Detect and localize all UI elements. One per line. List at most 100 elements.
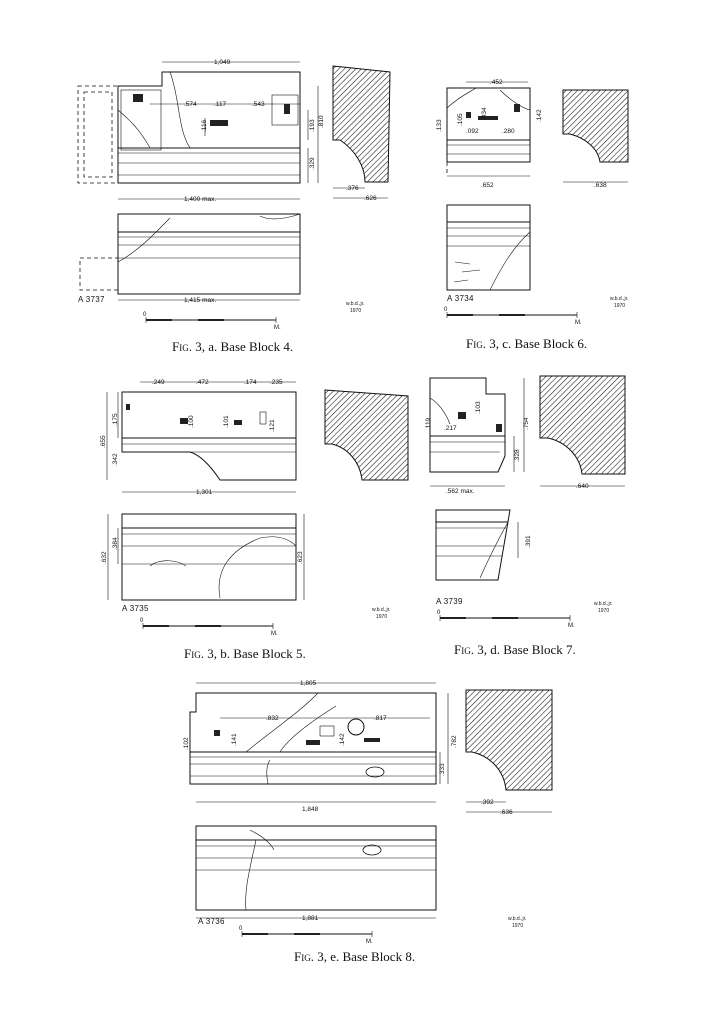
figure-3a: 1,049 .574 .117 .543 .116 .193 .810 .329… [77,59,391,331]
caption-3b-prefix: Fig. [184,646,204,661]
dim-3e-d2: .817 [374,715,387,722]
credit-3d-year: 1970 [598,608,609,614]
scale-3a-origin: 0 [143,312,147,318]
dim-3d-v2: .103 [475,401,482,414]
credit-3b-year: 1970 [376,614,387,620]
scale-bar-3b [142,623,274,629]
figure-3b: .249 .472 .174 .235 .655 .175 .342 .100 … [100,379,409,637]
caption-figure-3a: Fig. 3, a. Base Block 4. [172,339,293,355]
dim-3a-v1: .116 [201,119,208,132]
figure-3c-profile [562,89,629,183]
figure-3e-elevation [189,682,449,803]
dim-3c-top: .452 [490,79,503,86]
credit-3e-year: 1970 [512,923,523,929]
dim-3b-l2: .384 [112,537,119,550]
caption-figure-3b: Fig. 3, b. Base Block 5. [184,646,306,662]
dim-3b-r1: .623 [297,551,304,564]
figure-3d-plan [435,509,519,581]
figure-3e: 1,805 .832 .817 .102 .141 .142 .782 .333… [183,680,553,945]
dim-3c-d1: .092 [466,128,479,135]
dim-3a-v2: .193 [309,119,316,132]
figure-3e-profile [465,689,553,813]
scale-bar-3c [446,312,578,318]
credit-3e-initials: w.b.d.,jr. [508,916,526,922]
figure-3a-elevation [77,61,319,184]
credit-3c-year: 1970 [614,303,625,309]
figure-3b-profile [324,389,409,481]
dim-3a-p2: .626 [364,195,377,202]
dim-3a-v4: .329 [309,157,316,170]
figure-3c-elevation [446,81,531,177]
dim-3a-top: 1,049 [214,59,231,66]
caption-3a-prefix: Fig. [172,339,192,354]
figure-3b-elevation [106,381,297,493]
figure-3d-elevation [429,377,525,487]
dim-3a-mid: 1,400 max. [184,196,216,203]
dim-3e-p2: .636 [500,809,513,816]
dim-3e-p1: .392 [481,799,494,806]
credit-3a-year: 1970 [350,308,361,314]
scale-bar-3a [145,317,277,323]
credit-3c-initials: w.b.d.,jr. [610,296,628,302]
dim-3b-v5: .101 [223,415,230,428]
accession-3c: A 3734 [447,294,474,303]
dim-3a-bottom: 1,415 max. [184,297,216,304]
dim-3a-p1: .376 [346,185,359,192]
caption-3c-text: 3, c. Base Block 6. [485,336,588,351]
dim-3a-v3: .810 [318,115,325,128]
dim-3c-v2: .105 [457,113,464,126]
caption-3c-prefix: Fig. [466,336,486,351]
scale-3c-unit: M. [575,320,582,326]
dim-3d-v1: .119 [425,417,432,430]
dim-3a-d2: .117 [214,101,227,108]
figure-3c-plan [446,204,531,291]
credit-3a-initials: w.b.d.,jr. [346,301,364,307]
dim-3a-d1: .574 [184,101,197,108]
credit-3b-initials: w.b.d.,jr. [372,607,390,613]
caption-3b-text: 3, b. Base Block 5. [203,646,306,661]
caption-3e-text: 3, e. Base Block 8. [313,949,416,964]
caption-figure-3c: Fig. 3, c. Base Block 6. [466,336,587,352]
scale-3b-origin: 0 [140,618,144,624]
figure-3e-plan [195,825,437,919]
caption-3a-text: 3, a. Base Block 4. [191,339,294,354]
scale-3d-unit: M. [568,623,575,629]
dim-3e-d1: .832 [266,715,279,722]
dim-3b-t2: .472 [196,379,209,386]
figure-3b-plan [107,513,305,601]
dim-3e-mid: 1,848 [302,806,319,813]
dim-3c-bottom: .652 [481,182,494,189]
dim-3d-bottom: .562 max. [446,488,475,495]
caption-3d-prefix: Fig. [454,642,474,657]
dim-3d-v3: .754 [523,417,530,430]
dim-3c-v1: .133 [436,119,443,132]
dim-3c-v3: .034 [481,107,488,120]
dim-3e-v2: .141 [231,733,238,746]
figure-3a-profile [332,65,391,199]
caption-3d-text: 3, d. Base Block 7. [473,642,576,657]
dim-3e-top: 1,805 [300,680,317,687]
dim-3b-v6: .121 [269,419,276,432]
caption-3e-prefix: Fig. [294,949,314,964]
caption-figure-3e: Fig. 3, e. Base Block 8. [294,949,415,965]
scale-bar-3d [439,615,571,621]
dim-3b-v4: .100 [188,415,195,428]
credit-3d-initials: w.b.d.,jr. [594,601,612,607]
dim-3c-d2: .280 [502,128,515,135]
scale-3d-origin: 0 [437,610,441,616]
scale-bar-3e [241,931,373,937]
dim-3b-v2: .175 [112,413,119,426]
scale-3e-origin: 0 [239,926,243,932]
scale-3c-origin: 0 [444,307,448,313]
dim-3b-v3: .342 [112,453,119,466]
dim-3d-v5: .391 [525,535,532,548]
dim-3e-bottom: 1,881 [302,915,319,922]
dim-3b-v1: .655 [100,435,107,448]
dim-3d-d1: .217 [444,425,457,432]
dim-3e-v5: .333 [439,763,446,776]
dim-3e-v1: .102 [183,737,190,750]
figure-3d-profile [539,375,626,487]
accession-3e: A 3736 [198,917,225,926]
scale-3a-unit: M. [274,325,281,331]
